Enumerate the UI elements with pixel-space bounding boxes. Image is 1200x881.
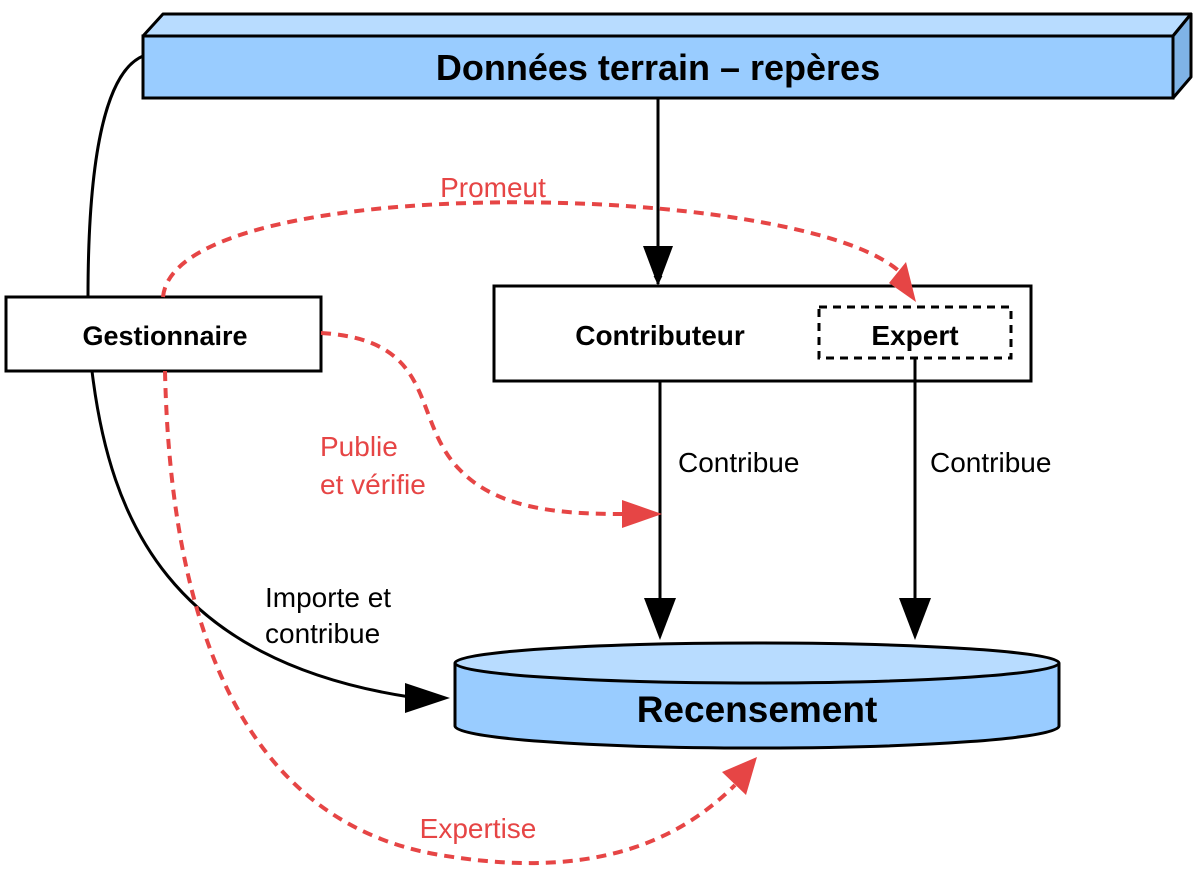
arrow-donnees-contributeur-head: [643, 246, 673, 286]
arrow-publie-verifie-head: [622, 500, 662, 528]
publie-label-line1: Publie: [320, 431, 398, 462]
arrow-expert-recensement-head: [899, 598, 931, 640]
arrow-promeut-head: [889, 262, 916, 302]
gestionnaire-node: Gestionnaire: [4, 295, 323, 373]
promeut-label: Promeut: [440, 172, 546, 203]
contribue-left-label: Contribue: [678, 447, 799, 478]
recensement-node: Recensement: [453, 641, 1061, 750]
arrow-gestionnaire-recensement-head: [405, 683, 450, 713]
arrow-gestionnaire-recensement: [90, 370, 411, 699]
donnees-terrain-label: Données terrain – repères: [436, 47, 880, 88]
expertise-label: Expertise: [420, 813, 537, 844]
expert-label: Expert: [871, 320, 958, 351]
importe-label-line2: contribue: [265, 618, 380, 649]
gestionnaire-label: Gestionnaire: [82, 321, 247, 351]
contributeur-label: Contributeur: [575, 320, 745, 351]
arrow-expertise: [163, 370, 737, 866]
expert-node: Expert: [817, 305, 1013, 360]
recensement-label: Recensement: [637, 689, 878, 730]
arrow-promeut: [161, 200, 902, 298]
link-donnees-gestionnaire: [86, 54, 144, 298]
arrow-expertise-head: [722, 757, 757, 795]
arrow-contributeur-recensement-head: [644, 598, 676, 640]
contribue-right-label: Contribue: [930, 447, 1051, 478]
publie-label-line2: et vérifie: [320, 469, 426, 500]
donnees-terrain-node: Données terrain – repères: [141, 12, 1193, 100]
arrow-publie-verifie: [320, 331, 627, 516]
importe-label-line1: Importe et: [265, 582, 391, 613]
